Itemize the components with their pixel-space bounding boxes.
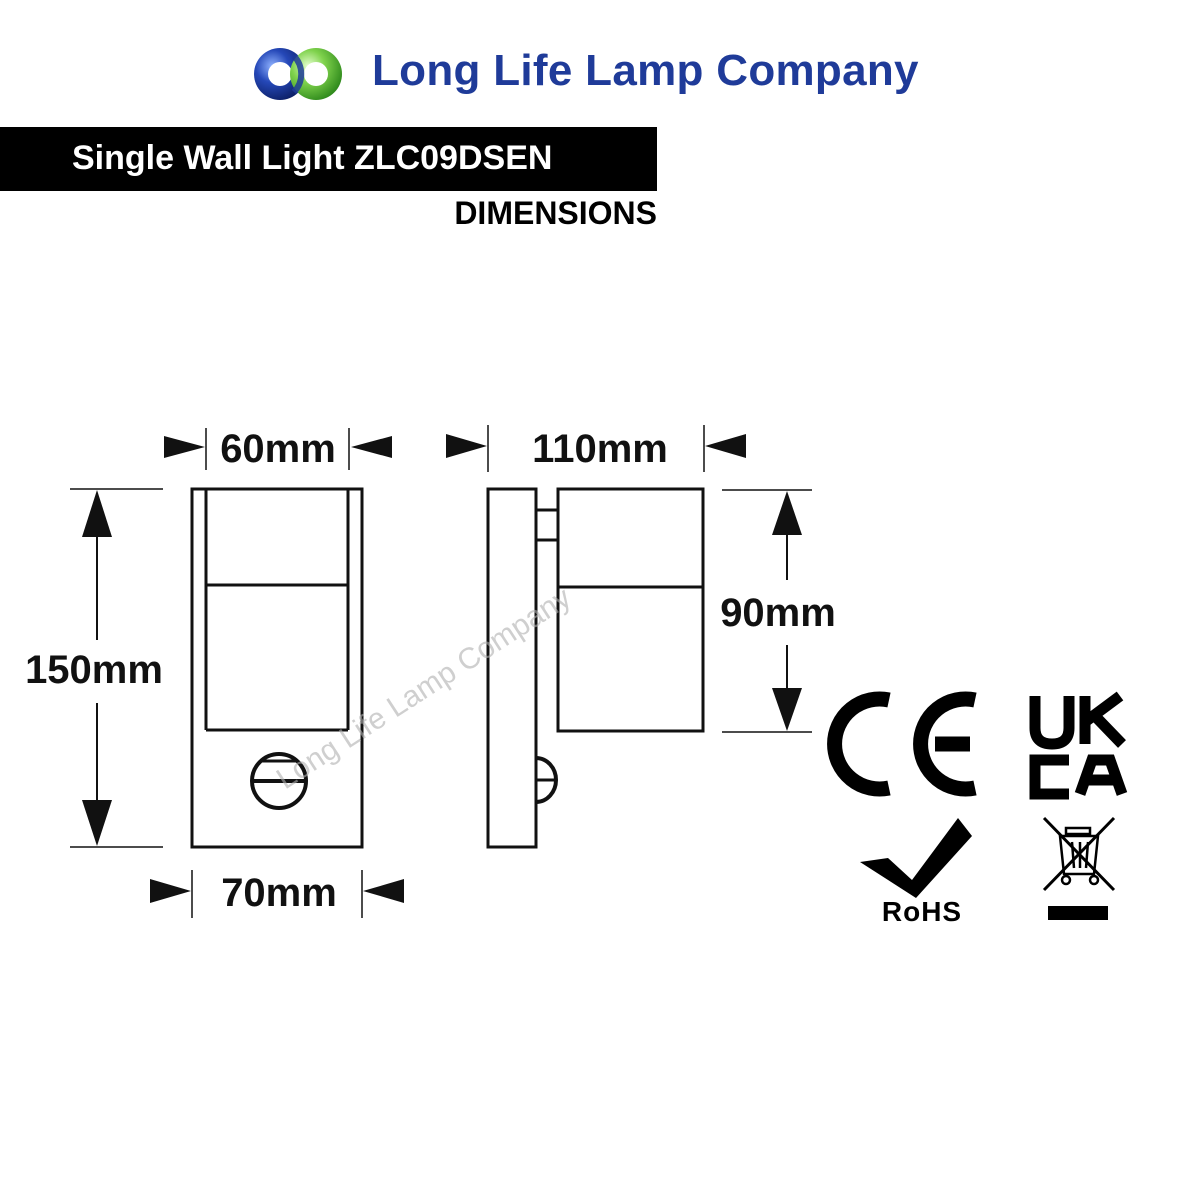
brand-header: Long Life Lamp Company (250, 40, 970, 110)
ukca-mark-icon (1029, 691, 1128, 800)
title-bar: Single Wall Light ZLC09DSEN (0, 127, 657, 191)
rohs-mark-icon: RoHS (860, 818, 972, 927)
ce-mark-icon (827, 691, 977, 797)
pir-sensor-icon (250, 752, 308, 810)
page-title: Single Wall Light ZLC09DSEN (72, 139, 553, 177)
side-head-height-label: 90mm (720, 591, 836, 635)
brand-name: Long Life Lamp Company (372, 46, 919, 95)
front-height-label: 150mm (25, 648, 163, 692)
crossed-bin-icon (1042, 816, 1116, 920)
front-top-width-label: 60mm (220, 427, 336, 471)
page-subtitle: DIMENSIONS (454, 195, 657, 231)
side-depth-label: 110mm (532, 427, 668, 471)
linked-rings-logo-icon (254, 48, 342, 100)
dimension-arrows (82, 434, 802, 903)
side-view-backplate (486, 487, 538, 849)
side-view-bracket (534, 508, 560, 542)
front-bottom-width-label: 70mm (221, 871, 337, 915)
rohs-label: RoHS (882, 896, 962, 927)
side-view-head (556, 487, 705, 733)
front-view-body (190, 487, 364, 849)
watermark: Long Life Lamp Company (271, 581, 577, 796)
